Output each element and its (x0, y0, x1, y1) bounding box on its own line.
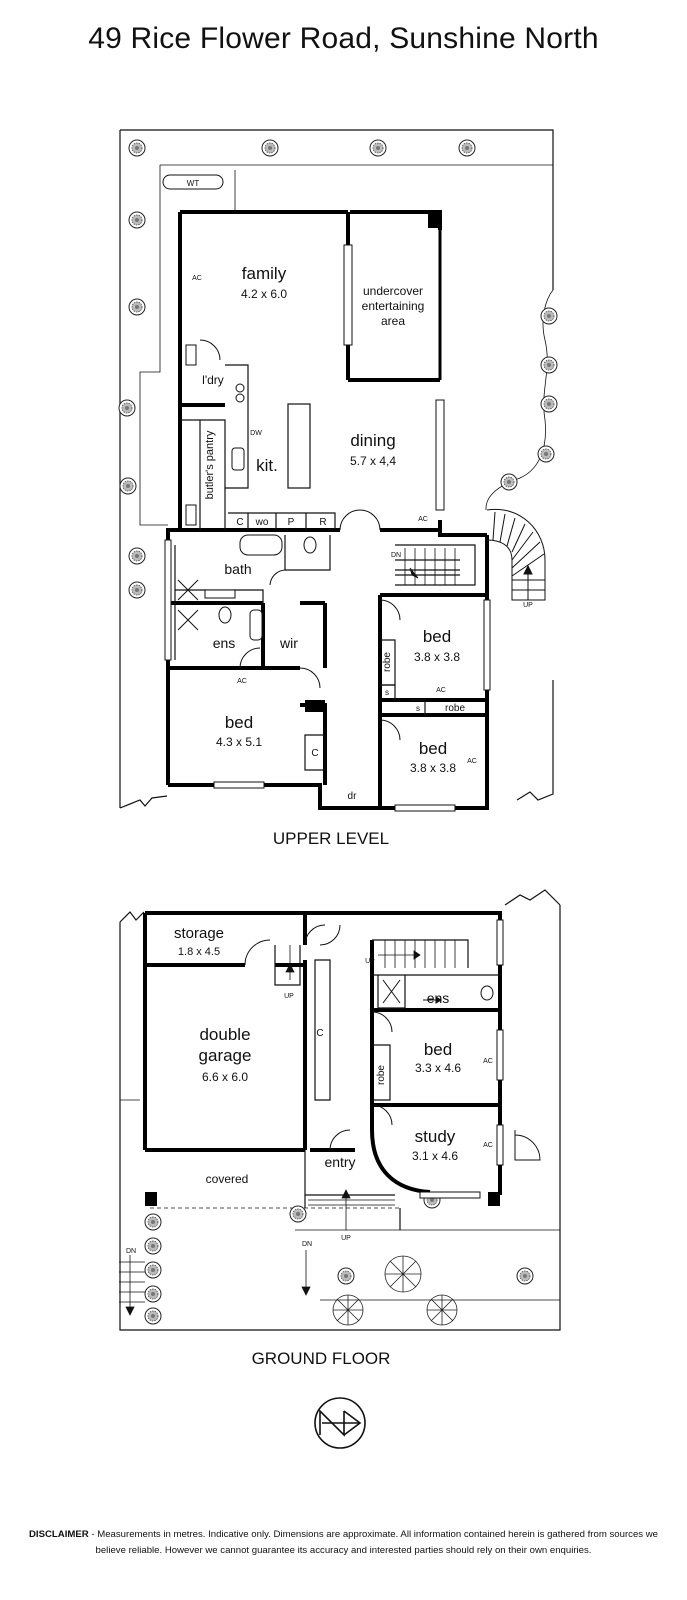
upper-doors (199, 339, 401, 741)
c-label: C (316, 1028, 323, 1039)
room-bed-1: bed (225, 713, 253, 732)
room-family: family (242, 264, 287, 283)
s-label-2: s (416, 704, 420, 713)
room-bed-2: bed (423, 627, 451, 646)
room-bed-1-dim: 4.3 x 5.1 (216, 735, 262, 749)
ac-label: AC (192, 275, 202, 282)
dn-label: DN (391, 552, 401, 559)
dn-label: DN (302, 1241, 312, 1248)
ground-floor-label: GROUND FLOOR (252, 1349, 391, 1368)
room-double: double (199, 1025, 250, 1044)
ac-label: AC (418, 516, 428, 523)
room-storage-dim: 1.8 x 4.5 (178, 946, 220, 958)
room-dining: dining (350, 431, 395, 450)
ac-label: AC (467, 758, 477, 765)
room-bed-3: bed (419, 739, 447, 758)
up-label: UP (284, 993, 294, 1000)
disclaimer-text: - Measurements in metres. Indicative onl… (88, 1529, 659, 1556)
room-undercover: undercover (363, 284, 423, 298)
upper-site-boundary (119, 129, 554, 809)
room-laundry: l'dry (202, 373, 224, 387)
disclaimer-label: DISCLAIMER (28, 1529, 89, 1540)
room-family-dim: 4.2 x 6.0 (241, 287, 287, 301)
room-dining-dim: 5.7 x 4,4 (350, 454, 396, 468)
c-label-2: C (311, 748, 318, 759)
ground-stairs (378, 940, 456, 968)
upper-windows (164, 244, 491, 812)
wt-label: WT (187, 179, 200, 188)
page-title: 49 Rice Flower Road, Sunshine North (88, 22, 599, 55)
c-label: C (236, 517, 243, 528)
external-stair (486, 508, 546, 601)
room-wir: wir (279, 635, 298, 651)
room-bed-dim: 3.3 x 4.6 (415, 1061, 461, 1075)
up-label: UP (365, 958, 375, 965)
s-label: s (385, 688, 389, 697)
upper-level-plan: WT (118, 129, 558, 848)
north-arrow-icon (314, 1397, 366, 1449)
room-butlers-pantry: butler's pantry (204, 430, 216, 499)
dn-label: DN (126, 1248, 136, 1255)
upper-fixtures (185, 344, 317, 641)
room-covered: covered (206, 1172, 249, 1186)
large-tree-icon (332, 1255, 458, 1326)
water-tank (162, 174, 224, 190)
dw-label: DW (250, 430, 262, 437)
p-label: P (288, 517, 295, 528)
room-bed-3-dim: 3.8 x 3.8 (410, 761, 456, 775)
r-label: R (319, 517, 326, 528)
room-study: study (415, 1127, 456, 1146)
room-undercover-3: area (381, 314, 405, 328)
robe-label: robe (382, 652, 393, 672)
room-bed-2-dim: 3.8 x 3.8 (414, 650, 460, 664)
upper-level-label: UPPER LEVEL (273, 829, 389, 848)
room-ens: ens (427, 990, 450, 1006)
ground-floor-plan: storage 1.8 x 4.5 double garage 6.6 x 6.… (119, 889, 561, 1368)
ac-label: AC (483, 1142, 493, 1149)
room-kitchen: kit. (256, 456, 278, 475)
room-garage: garage (199, 1046, 252, 1065)
up-label: UP (523, 602, 533, 609)
ac-label: AC (237, 678, 247, 685)
ac-label: AC (483, 1058, 493, 1065)
wo-label: wo (255, 517, 269, 528)
room-bath: bath (224, 561, 251, 577)
upper-stairs (404, 548, 456, 585)
tree-icon (144, 1191, 534, 1325)
room-entry: entry (324, 1154, 355, 1170)
ac-label: AC (436, 687, 446, 694)
room-study-dim: 3.1 x 4.6 (412, 1149, 458, 1163)
room-undercover-2: entertaining (362, 299, 425, 313)
dr-label: dr (348, 791, 358, 802)
robe-label: robe (376, 1065, 387, 1085)
room-storage: storage (174, 925, 224, 942)
disclaimer: DISCLAIMER - Measurements in metres. Ind… (20, 1527, 667, 1559)
robe-label-2: robe (445, 703, 465, 714)
room-ens: ens (213, 635, 236, 651)
room-bed: bed (424, 1040, 452, 1059)
up-label: UP (341, 1235, 351, 1242)
room-garage-dim: 6.6 x 6.0 (202, 1070, 248, 1084)
